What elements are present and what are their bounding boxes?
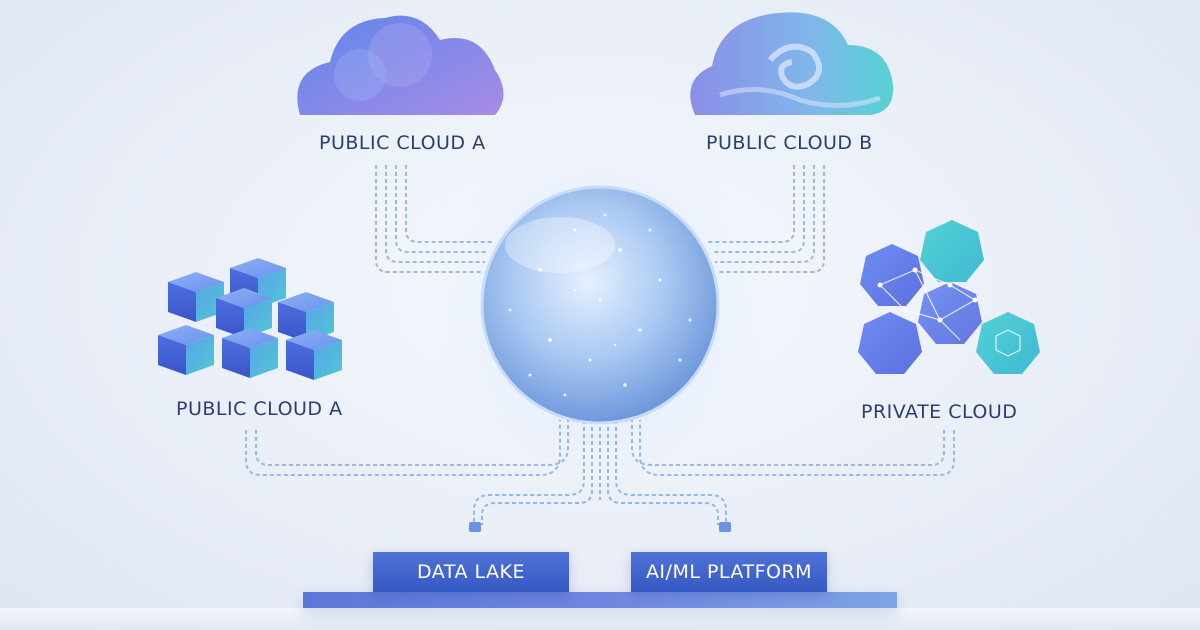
- public-cloud-a-cubes-icon: [158, 258, 342, 380]
- connector-to-platforms: [473, 420, 727, 525]
- platform-base: [303, 592, 897, 608]
- public-cloud-a-icon: [297, 15, 504, 115]
- public-cloud-b-icon: [690, 12, 894, 115]
- data-lake-connector-plug: [469, 522, 481, 532]
- aiml-connector-plug: [719, 522, 731, 532]
- top-left-node-label: PUBLIC CLOUD A: [319, 132, 486, 154]
- aiml-platform-box: AI/ML PLATFORM: [631, 552, 827, 592]
- floor: [0, 608, 1200, 630]
- top-right-node-label: PUBLIC CLOUD B: [706, 132, 873, 154]
- connector-top-right: [706, 165, 825, 273]
- right-node-label: PRIVATE CLOUD: [861, 401, 1018, 423]
- data-lake-box: DATA LAKE: [373, 552, 569, 592]
- connector-right: [631, 420, 955, 476]
- connector-left: [245, 420, 569, 476]
- central-hub-sphere: [480, 185, 720, 425]
- left-node-label: PUBLIC CLOUD A: [176, 398, 343, 420]
- private-cloud-hexagons-icon: [858, 220, 1040, 374]
- data-lake-label: DATA LAKE: [417, 561, 525, 583]
- connector-top-left: [375, 165, 494, 273]
- aiml-platform-label: AI/ML PLATFORM: [645, 561, 813, 583]
